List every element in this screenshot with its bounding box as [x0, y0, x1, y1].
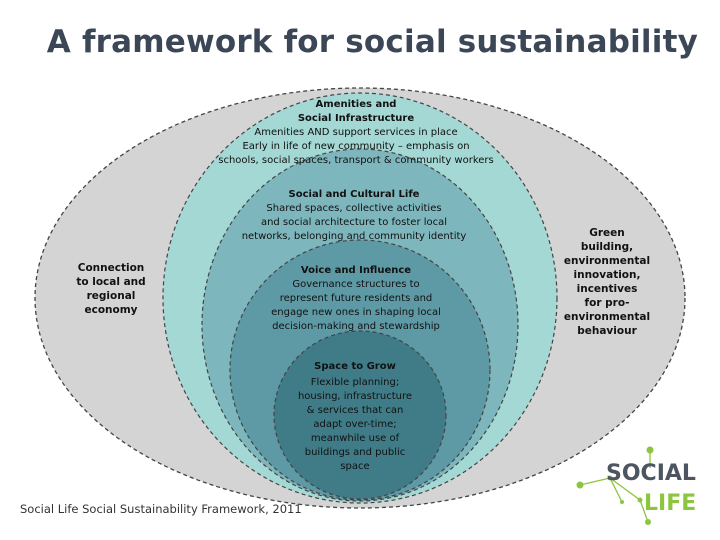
left-line: to local and — [76, 276, 145, 288]
right-line: incentives — [577, 283, 638, 295]
voice-heading: Voice and Influence — [301, 265, 411, 276]
right-line: behaviour — [577, 325, 637, 337]
voice-body: represent future residents and — [280, 293, 433, 304]
ring-space-to-grow — [273, 330, 447, 500]
space-heading: Space to Grow — [314, 361, 396, 372]
left-connection-label: Connection to local and regional economy — [76, 262, 145, 316]
amenities-heading: Amenities and — [316, 99, 397, 110]
social-body: networks, belonging and community identi… — [242, 231, 467, 242]
logo-word-life: LIFE — [644, 491, 696, 516]
space-to-grow-text: Space to Grow Flexible planning; housing… — [298, 361, 412, 472]
right-line: building, — [581, 241, 633, 253]
social-life-logo: SOCIAL LIFE — [576, 446, 696, 525]
right-green-building-label: Green building, environmental innovation… — [564, 227, 650, 337]
left-line: economy — [84, 304, 137, 316]
amenities-body: Amenities AND support services in place — [254, 127, 457, 138]
voice-influence-text: Voice and Influence Governance structure… — [271, 265, 441, 332]
left-line: Connection — [78, 262, 145, 274]
space-body: Flexible planning; — [311, 377, 399, 388]
space-body: & services that can — [307, 405, 404, 416]
right-line: Green — [589, 227, 625, 239]
source-caption: Social Life Social Sustainability Framew… — [20, 502, 302, 516]
logo-word-social: SOCIAL — [606, 461, 696, 486]
amenities-heading: Social Infrastructure — [298, 113, 414, 124]
social-cultural-text: Social and Cultural Life Shared spaces, … — [242, 189, 467, 242]
social-body: Shared spaces, collective activities — [266, 203, 441, 214]
space-body: housing, infrastructure — [298, 391, 412, 402]
amenities-text: Amenities and Social Infrastructure Amen… — [218, 99, 493, 166]
logo-dots-icon — [576, 446, 654, 525]
space-body: buildings and public — [305, 447, 406, 458]
social-heading: Social and Cultural Life — [289, 189, 420, 200]
amenities-body: Early in life of new community – emphasi… — [242, 141, 469, 152]
right-line: innovation, — [574, 269, 641, 281]
page-title: A framework for social sustainability — [46, 24, 698, 60]
space-body: space — [340, 461, 369, 472]
space-body: adapt over-time; — [313, 419, 396, 430]
space-body: meanwhile use of — [311, 433, 400, 444]
right-line: for pro- — [585, 297, 630, 309]
social-body: and social architecture to foster local — [261, 217, 447, 228]
left-line: regional — [87, 290, 136, 302]
voice-body: decision-making and stewardship — [272, 321, 440, 332]
voice-body: Governance structures to — [292, 279, 419, 290]
logo-network-icon — [579, 450, 651, 523]
amenities-body: schools, social spaces, transport & comm… — [218, 155, 493, 166]
right-line: environmental — [564, 311, 650, 323]
right-line: environmental — [564, 255, 650, 267]
voice-body: engage new ones in shaping local — [271, 307, 441, 318]
